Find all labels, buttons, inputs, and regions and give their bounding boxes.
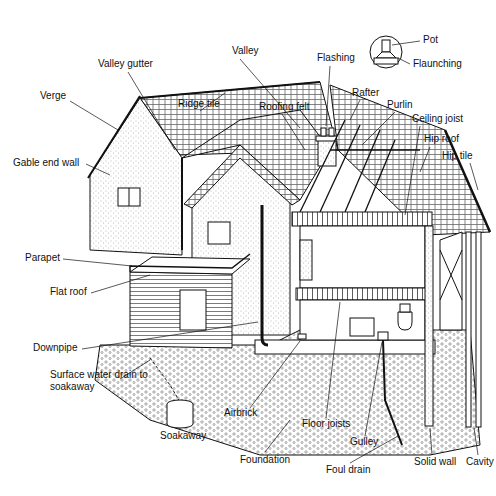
part-label: Pot [423, 34, 438, 46]
part-label: Valley gutter [98, 58, 153, 70]
part-label: Ceiling joist [412, 113, 463, 125]
part-label: Purlin [387, 99, 413, 111]
part-label: Downpipe [33, 342, 77, 354]
part-label: Flat roof [50, 286, 87, 298]
part-label: Flaunching [413, 58, 462, 70]
part-label: Gable end wall [13, 157, 79, 169]
part-label: Surface water drain to soakaway [50, 369, 150, 393]
part-label: Airbrick [224, 407, 257, 419]
part-label: Rafter [352, 87, 379, 99]
part-label: Hip tile [442, 150, 473, 162]
part-label: Valley [232, 45, 259, 57]
part-label: Floor joists [302, 418, 350, 430]
part-label: Verge [40, 90, 66, 102]
part-label: Ridge tile [178, 98, 220, 110]
part-label: Cavity [466, 456, 494, 468]
part-label: Flashing [317, 52, 355, 64]
part-label: Soakaway [160, 430, 206, 442]
part-label: Gulley [350, 436, 378, 448]
part-label: Solid wall [414, 456, 456, 468]
leader-lines [63, 41, 478, 463]
part-label: Foundation [240, 454, 290, 466]
part-label: Hip roof [424, 133, 459, 145]
part-label: Parapet [25, 252, 60, 264]
part-label: Foul drain [326, 464, 370, 476]
part-label: Roofing felt [259, 101, 310, 113]
